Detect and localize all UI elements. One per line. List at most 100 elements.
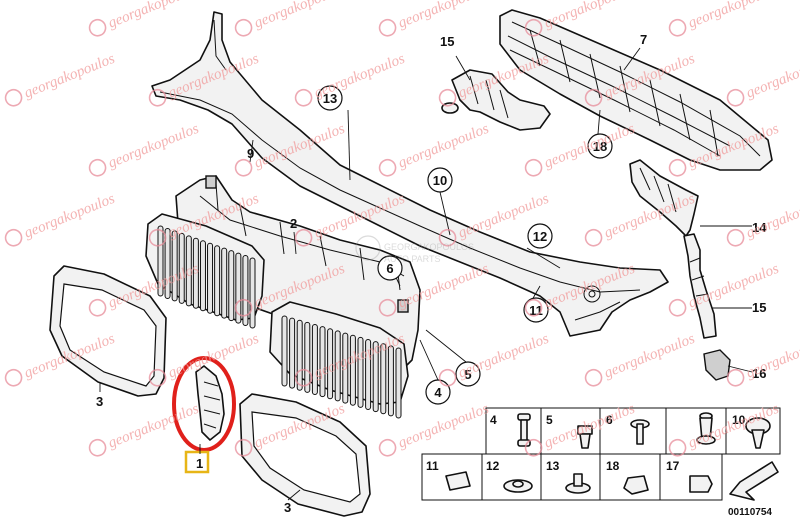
- upper-grille-part: [499, 9, 773, 171]
- watermark-logo-icon: [88, 298, 107, 317]
- watermark-logo-icon: [4, 88, 23, 107]
- grille-slat: [178, 232, 185, 304]
- grille-slat: [192, 237, 199, 309]
- watermark-logo-icon: [668, 298, 687, 317]
- grille-slat: [281, 315, 288, 387]
- watermark-logo-icon: [234, 158, 253, 177]
- watermark-text: georgakopoulos: [744, 51, 800, 102]
- watermark-logo-icon: [584, 228, 603, 247]
- grille-slat: [365, 338, 372, 410]
- grille-slat: [185, 235, 192, 307]
- watermark-logo-icon: [88, 18, 107, 37]
- watermark-stamp: georgakopoulos: [668, 0, 781, 37]
- watermark-text: georgakopoulos: [744, 331, 800, 382]
- watermark-logo-icon: [88, 438, 107, 457]
- watermark-text: georgakopoulos: [686, 0, 781, 32]
- watermark-logo-icon: [378, 298, 397, 317]
- watermark-text: georgakopoulos: [252, 0, 347, 32]
- callout-9: 9: [247, 146, 254, 161]
- grille-slat: [228, 250, 235, 322]
- watermark-logo-icon: [234, 18, 253, 37]
- callout-2: 2: [290, 216, 297, 231]
- grille-slat: [214, 245, 221, 317]
- grille-slat: [387, 345, 394, 417]
- watermark-logo-icon: [148, 368, 167, 387]
- watermark-logo-icon: [378, 158, 397, 177]
- watermark-text: georgakopoulos: [744, 191, 800, 242]
- grille-slat: [296, 319, 303, 391]
- table-cell-12: 12: [486, 459, 500, 473]
- grille-slat: [235, 252, 242, 324]
- watermark-text: georgakopoulos: [312, 51, 407, 102]
- grille-slat: [311, 324, 318, 396]
- watermark-stamp: georgakopoulos: [524, 401, 637, 457]
- trim-ring-right-part: [239, 393, 371, 517]
- watermark-logo-icon: [294, 88, 313, 107]
- callout-3-right: 3: [284, 500, 291, 515]
- grille-slat: [334, 330, 341, 402]
- watermark-logo-icon: [668, 158, 687, 177]
- table-cell-4: 4: [490, 413, 497, 427]
- callout-7: 7: [640, 32, 647, 47]
- highlight-circle: [172, 356, 236, 452]
- table-cell-5: 5: [546, 413, 553, 427]
- grille-slat: [164, 227, 171, 299]
- watermark-stamp: georgakopoulos: [4, 51, 117, 107]
- watermark-stamp: georgakopoulos: [294, 51, 407, 107]
- fastener-18-icon: [623, 475, 649, 495]
- watermark-text: georgakopoulos: [396, 401, 491, 452]
- watermark-logo-icon: [4, 368, 23, 387]
- callout-5: 5: [464, 367, 471, 382]
- grille-slat: [395, 347, 402, 419]
- watermark-stamp: georgakopoulos: [88, 121, 201, 177]
- fastener-11-icon: [445, 471, 471, 491]
- watermark-logo-icon: [438, 228, 457, 247]
- watermark-stamp: georgakopoulos: [88, 0, 201, 37]
- grille-slat: [199, 240, 206, 312]
- watermark-logo-icon: [524, 438, 543, 457]
- watermark-text: georgakopoulos: [106, 0, 201, 32]
- callout-12: 12: [533, 229, 547, 244]
- watermark-logo-icon: [668, 18, 687, 37]
- grille-slat: [380, 343, 387, 415]
- grille-slat: [349, 334, 356, 406]
- grille-slat: [357, 336, 364, 408]
- callout-3-left: 3: [96, 394, 103, 409]
- watermark-logo-icon: [4, 228, 23, 247]
- watermark-text: georgakopoulos: [396, 0, 491, 32]
- grille-slat: [221, 247, 228, 319]
- fastener-5-icon: [577, 425, 593, 449]
- watermark-stamp: georgakopoulos: [726, 51, 800, 107]
- watermark-logo-icon: [378, 18, 397, 37]
- kidney-grille-part: [145, 213, 409, 419]
- watermark-stamp: georgakopoulos: [584, 331, 697, 387]
- fastener-13-icon: [565, 473, 591, 494]
- grille-slat: [342, 332, 349, 404]
- callout-16: 16: [752, 366, 766, 381]
- watermark-logo-icon: [524, 18, 543, 37]
- grille-slat: [304, 321, 311, 393]
- fastener-6-icon: [630, 419, 650, 445]
- table-cell-17: 17: [666, 459, 680, 473]
- watermark-text: georgakopoulos: [456, 331, 551, 382]
- air-duct-upper-part: [441, 69, 551, 131]
- grille-slat: [207, 242, 214, 314]
- watermark-logo-icon: [234, 438, 253, 457]
- callout-10: 10: [433, 173, 447, 188]
- watermark-logo-icon: [438, 88, 457, 107]
- fastener-12-icon: [503, 479, 533, 493]
- grille-slat: [249, 257, 256, 329]
- callout-14: 14: [752, 220, 767, 235]
- table-cell-13: 13: [546, 459, 560, 473]
- watermark-text: georgakopoulos: [22, 191, 117, 242]
- watermark-text: georgakopoulos: [602, 331, 697, 382]
- callout-15-side: 15: [752, 300, 766, 315]
- watermark-center-text-1: GEORGAKOPOULOS: [384, 242, 474, 252]
- fastener-table: 4 5 6 10 11 12 13 18 17: [421, 407, 781, 518]
- watermark-stamp: georgakopoulos: [378, 401, 491, 457]
- direction-arrow-icon: [729, 461, 779, 501]
- callout-18: 18: [593, 139, 607, 154]
- callout-15-top: 15: [440, 34, 454, 49]
